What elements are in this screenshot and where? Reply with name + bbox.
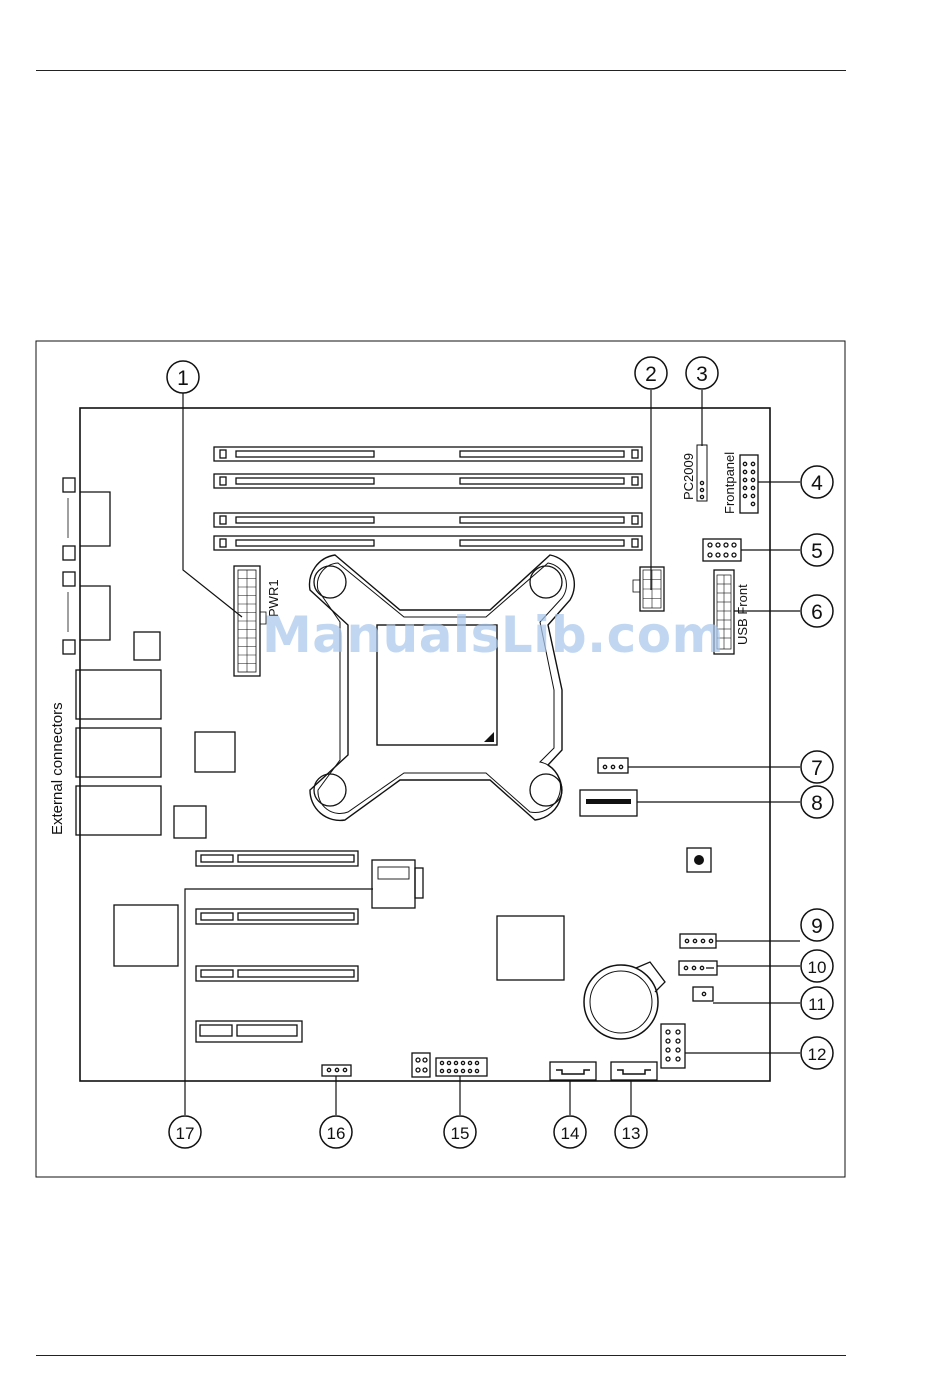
svg-text:17: 17 [176, 1124, 195, 1143]
svg-text:1: 1 [177, 367, 189, 390]
atx12v-connector [633, 567, 664, 611]
header-12 [661, 1024, 685, 1068]
sata-connector-14 [550, 1062, 596, 1080]
fan-header-7 [598, 758, 628, 773]
fan-header-10 [679, 961, 717, 975]
svg-text:13: 13 [622, 1124, 641, 1143]
svg-text:9: 9 [811, 915, 823, 938]
callout-10: 10 [801, 950, 833, 982]
callout-3: 3 [686, 357, 718, 389]
svg-text:11: 11 [808, 995, 826, 1014]
header-16 [322, 1065, 351, 1076]
expansion-slots [196, 851, 358, 1042]
callout-17: 17 [169, 1116, 201, 1148]
callout-11: 11 [801, 987, 833, 1019]
callout-6: 6 [801, 595, 833, 627]
chipset-chip [497, 916, 564, 980]
pc2009-header [697, 445, 707, 501]
frontpanel-header [740, 455, 758, 513]
callout-15: 15 [444, 1116, 476, 1148]
svg-text:15: 15 [451, 1124, 470, 1143]
pwr1-label: PWR1 [266, 579, 281, 617]
svg-text:12: 12 [808, 1045, 827, 1064]
callout-9: 9 [801, 909, 833, 941]
pc2009-label: PC2009 [681, 453, 696, 500]
callout-12: 12 [801, 1037, 833, 1069]
callout-8: 8 [801, 786, 833, 818]
fan-header-9 [680, 934, 716, 948]
svg-text:2: 2 [645, 363, 657, 386]
jumper-button [687, 848, 711, 872]
chip-small-2 [195, 732, 235, 772]
component-17 [372, 860, 423, 908]
callout-1: 1 [167, 361, 199, 393]
callout-2: 2 [635, 357, 667, 389]
usb-front-header [714, 570, 734, 654]
callout-14: 14 [554, 1116, 586, 1148]
svg-text:10: 10 [808, 958, 827, 977]
callout-4: 4 [801, 466, 833, 498]
svg-text:8: 8 [811, 792, 823, 815]
pwr1-connector [234, 566, 266, 676]
usb-front-label: USB Front [735, 584, 750, 645]
header-5 [703, 539, 741, 561]
callout-16: 16 [320, 1116, 352, 1148]
svg-text:6: 6 [811, 601, 823, 624]
svg-text:7: 7 [811, 757, 823, 780]
connector-8 [580, 790, 637, 816]
callout-7: 7 [801, 751, 833, 783]
bios-chip [114, 905, 178, 966]
battery-holder [584, 962, 665, 1039]
callout-5: 5 [801, 534, 833, 566]
header-15 [412, 1053, 487, 1077]
header-11 [693, 987, 713, 1001]
external-connectors-label: External connectors [49, 702, 66, 835]
svg-text:14: 14 [561, 1124, 580, 1143]
dimm-slots [214, 447, 642, 550]
callout-13: 13 [615, 1116, 647, 1148]
svg-text:3: 3 [696, 363, 708, 386]
external-connectors [63, 478, 161, 835]
cpu-socket [310, 555, 575, 820]
frontpanel-label: Frontpanel [722, 452, 737, 514]
sata-connector-13 [611, 1062, 657, 1080]
chip-small-3 [174, 806, 206, 838]
svg-text:4: 4 [811, 472, 823, 495]
svg-text:16: 16 [327, 1124, 346, 1143]
svg-text:5: 5 [811, 540, 823, 563]
chip-small-1 [134, 632, 160, 660]
